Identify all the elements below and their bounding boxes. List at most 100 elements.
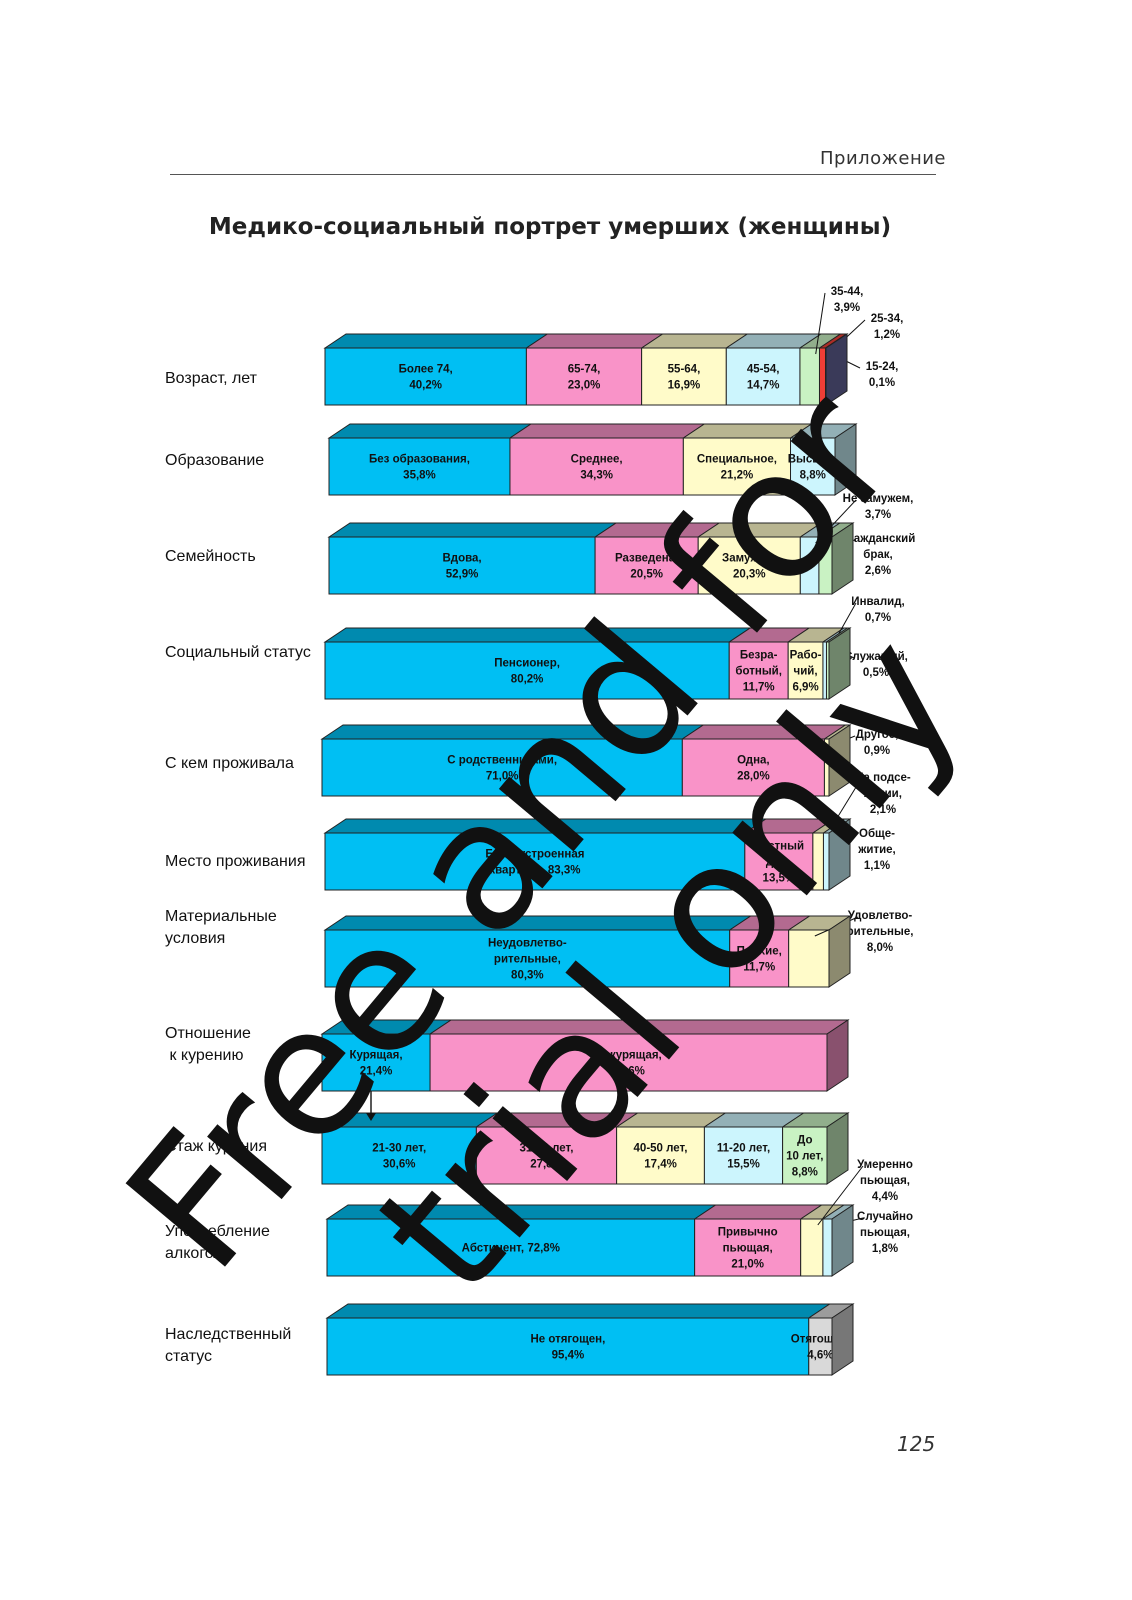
segment-label: Более 74,40,2% xyxy=(399,364,453,392)
segment-label-outside-line: пьющая, xyxy=(860,1175,910,1187)
bar-segment xyxy=(703,1126,784,1185)
segment-label-line: 8,8% xyxy=(792,1167,818,1179)
segment-label-line: Рабо- xyxy=(790,650,822,662)
segment-label-line: ботный, xyxy=(735,666,782,678)
bar-segment xyxy=(641,347,727,406)
bar-side-face xyxy=(828,724,851,797)
segment-label-line: 40,2% xyxy=(409,380,442,392)
bar-segment xyxy=(787,641,824,700)
row-category-label-line: Место проживания xyxy=(165,853,305,870)
segment-label-line: Специальное, xyxy=(697,454,777,466)
bar-segment-top xyxy=(692,1204,824,1220)
bar-segment xyxy=(808,1317,833,1376)
segment-label: Не отягощен,95,4% xyxy=(530,1334,605,1362)
segment-label-line: 15,5% xyxy=(727,1159,760,1171)
bar-segment xyxy=(728,641,789,700)
segment-label-line: Абстинент, 72,8% xyxy=(462,1243,560,1255)
bar-segment xyxy=(744,832,814,891)
bar-segment xyxy=(782,1126,828,1185)
segment-label: Высшее,8,8% xyxy=(788,454,838,482)
bar-segment xyxy=(818,536,833,595)
segment-label-outside-line: Другое, xyxy=(856,729,899,741)
leader-line xyxy=(817,1165,864,1226)
segment-label-line: 55-64, xyxy=(668,364,701,376)
segment-label-outside-line: 25-34, xyxy=(871,313,904,325)
segment-label-line: Вдова, xyxy=(442,553,481,565)
row-category-label-line: Материальные xyxy=(165,908,277,925)
segment-label-outside-line: 0,5% xyxy=(863,667,889,679)
segment-label-line: 21,4% xyxy=(360,1066,393,1078)
segment-label-outside: Другое,0,9% xyxy=(856,729,899,757)
row-category-label-line: С кем проживала xyxy=(165,755,294,772)
bar-segment-top xyxy=(508,423,707,439)
row-category-label-line: Употребление xyxy=(165,1223,270,1240)
segment-label-outside-line: 2,1% xyxy=(870,804,896,816)
bar-side-face xyxy=(826,1112,849,1185)
segment-label-line: 21-30 лет, xyxy=(372,1143,426,1155)
segment-label-outside-line: 4,4% xyxy=(872,1191,898,1203)
segment-label: Без образования,35,8% xyxy=(369,454,470,482)
bar-segment xyxy=(812,832,824,891)
segment-label-line: 20,5% xyxy=(630,569,663,581)
bar-segment xyxy=(324,347,527,406)
segment-label: 45-54,14,7% xyxy=(747,364,780,392)
segment-label-line: 10 лет, xyxy=(786,1151,823,1163)
bar-segment xyxy=(788,929,830,988)
segment-label-line: Не отягощен, xyxy=(530,1334,605,1346)
segment-label-line: 11-20 лет, xyxy=(717,1143,770,1155)
segment-label: 55-64,16,9% xyxy=(668,364,701,392)
segment-label-outside-line: 1,2% xyxy=(874,329,900,341)
row-category-label-line: Отношение xyxy=(165,1025,251,1042)
page-header: Приложение xyxy=(820,148,947,169)
segment-label-outside-line: 15-24, xyxy=(866,361,899,373)
bar-segment xyxy=(324,641,730,700)
segment-label: Среднее,34,3% xyxy=(571,454,623,482)
row-category-label: С кем проживала xyxy=(165,755,294,772)
segment-label: 21-30 лет, 30,6% xyxy=(372,1143,426,1171)
segment-label-line: пьющая, xyxy=(723,1243,773,1255)
segment-label-line: рительные, xyxy=(494,954,561,966)
segment-label-line: 30,6% xyxy=(383,1159,416,1171)
row-category-label: Возраст, лет xyxy=(165,370,258,387)
segment-label: Безра-ботный,11,7% xyxy=(735,650,782,694)
bar-side-face xyxy=(834,423,857,496)
segment-label-line: Неудовлетво- xyxy=(488,938,567,950)
segment-label-line: чий, xyxy=(794,666,818,678)
segment-label-outside-line: 1,8% xyxy=(872,1243,898,1255)
bar-segment-top xyxy=(325,1204,718,1220)
bar-segment xyxy=(818,347,826,406)
bar-segment xyxy=(694,1218,802,1277)
segment-label-outside-line: На подсе- xyxy=(855,772,911,784)
row-category-label-line: Семейность xyxy=(165,548,256,565)
segment-label: Пенсионер,80,2% xyxy=(494,658,560,686)
segment-label-outside: Обще-житие,1,1% xyxy=(857,828,896,872)
segment-label: Некурящая,78,6% xyxy=(595,1050,661,1078)
bar-side-face xyxy=(831,522,854,595)
row-category-label: Место проживания xyxy=(165,853,305,870)
segment-label-outside-line: 8,0% xyxy=(867,942,893,954)
bar-side-face xyxy=(826,1019,849,1092)
chart-title: Медико-социальный портрет умерших (женщи… xyxy=(208,214,892,240)
bar-segment xyxy=(822,641,827,700)
bar-segment xyxy=(475,1126,618,1185)
segment-label-outside-line: 2,6% xyxy=(865,565,891,577)
bar-segment xyxy=(616,1126,705,1185)
segment-label-outside-line: 3,9% xyxy=(834,302,860,314)
row-category-label: Социальный статус xyxy=(165,644,311,661)
bar-segment xyxy=(799,347,820,406)
bar-segment xyxy=(324,929,731,988)
segment-label-line: 28,0% xyxy=(737,771,770,783)
segment-label-line: дом, xyxy=(766,857,792,869)
bar-segment xyxy=(823,738,830,797)
segment-label-line: 80,3% xyxy=(511,970,544,982)
segment-label: Одна,28,0% xyxy=(737,755,770,783)
segment-label-line: Благоустроенная xyxy=(485,849,584,861)
segment-label-outside-line: 35-44, xyxy=(831,286,864,298)
bar-segment xyxy=(800,1218,824,1277)
row-category-label: Стаж курения xyxy=(165,1138,267,1155)
segment-label-line: 52,9% xyxy=(446,569,479,581)
